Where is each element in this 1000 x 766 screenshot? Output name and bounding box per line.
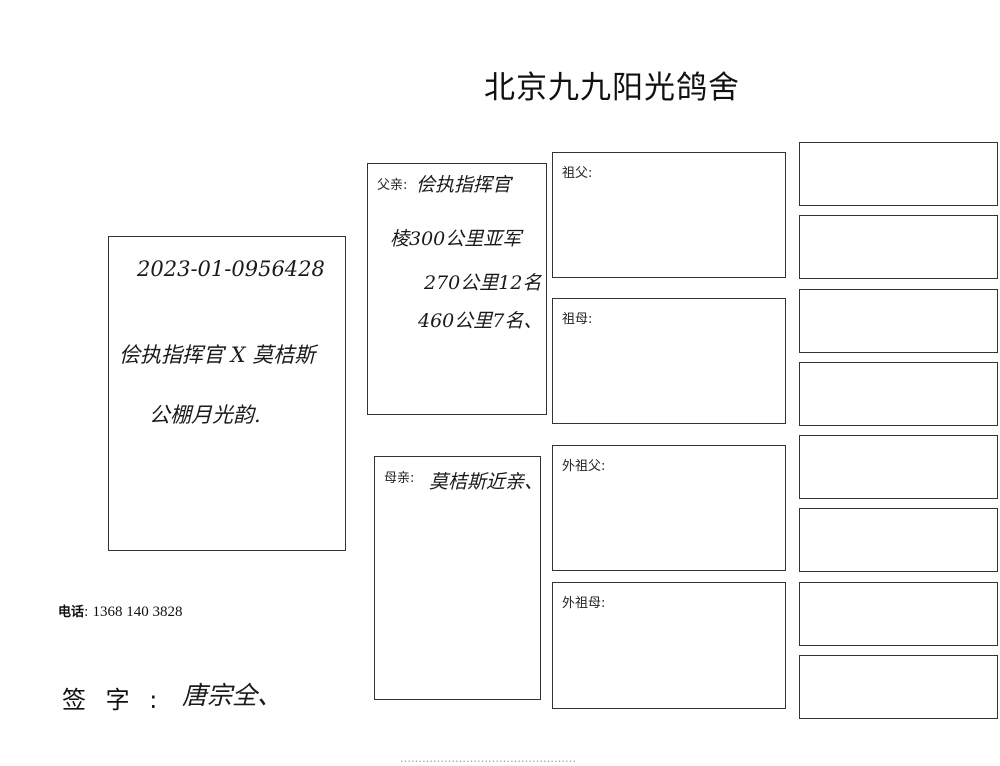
ring-number: 2023-01-0956428 [137,257,325,281]
mother-name: 莫桔斯近亲、 [429,471,544,493]
maternal-grandfather-label: 外祖父: [562,459,606,474]
mother-box: 母亲: 莫桔斯近亲、 [374,456,544,700]
father-record-1: 棱300公里亚军 [390,228,522,250]
father-label: 父亲: [377,178,408,193]
maternal-grandmother-label: 外祖母: [562,596,606,611]
phone-row: 电话: 1368 140 3828 [58,604,183,620]
great-grandparent-box-7 [799,582,998,646]
maternal-grandfather-box: 外祖父: [552,445,786,571]
great-grandparent-box-4 [799,362,998,426]
page-title: 北京九九阳光鸽舍 [484,70,740,106]
mother-label: 母亲: [384,471,415,486]
grandmother-box: 祖母: [552,298,786,424]
grandfather-box: 祖父: [552,152,786,278]
father-name: 侩执指挥官 [416,174,512,196]
great-grandparent-box-8 [799,655,998,719]
father-box: 父亲: 侩执指挥官 棱300公里亚军 270公里12名 460公里7名、 [367,163,547,415]
footer-text: ………………………………………… [400,752,576,765]
note-text: 公棚月光韵. [149,403,261,427]
great-grandparent-box-2 [799,215,998,279]
signature-value: 唐宗全、 [182,681,283,710]
father-record-2: 270公里12名 [424,272,542,294]
phone-label: 电话 [58,605,85,620]
father-record-3: 460公里7名、 [418,310,543,332]
maternal-grandmother-box: 外祖母: [552,582,786,709]
great-grandparent-box-3 [799,289,998,353]
pairing-text: 侩执指挥官 X 莫桔斯 [119,343,316,367]
pigeon-card: 2023-01-0956428 侩执指挥官 X 莫桔斯 公棚月光韵. [108,236,346,551]
great-grandparent-box-5 [799,435,998,499]
grandfather-label: 祖父: [562,166,593,181]
signature-label: 签 字 : [62,686,164,714]
great-grandparent-box-6 [799,508,998,572]
phone-number: 1368 140 3828 [92,604,183,620]
great-grandparent-box-1 [799,142,998,206]
grandmother-label: 祖母: [562,312,593,327]
